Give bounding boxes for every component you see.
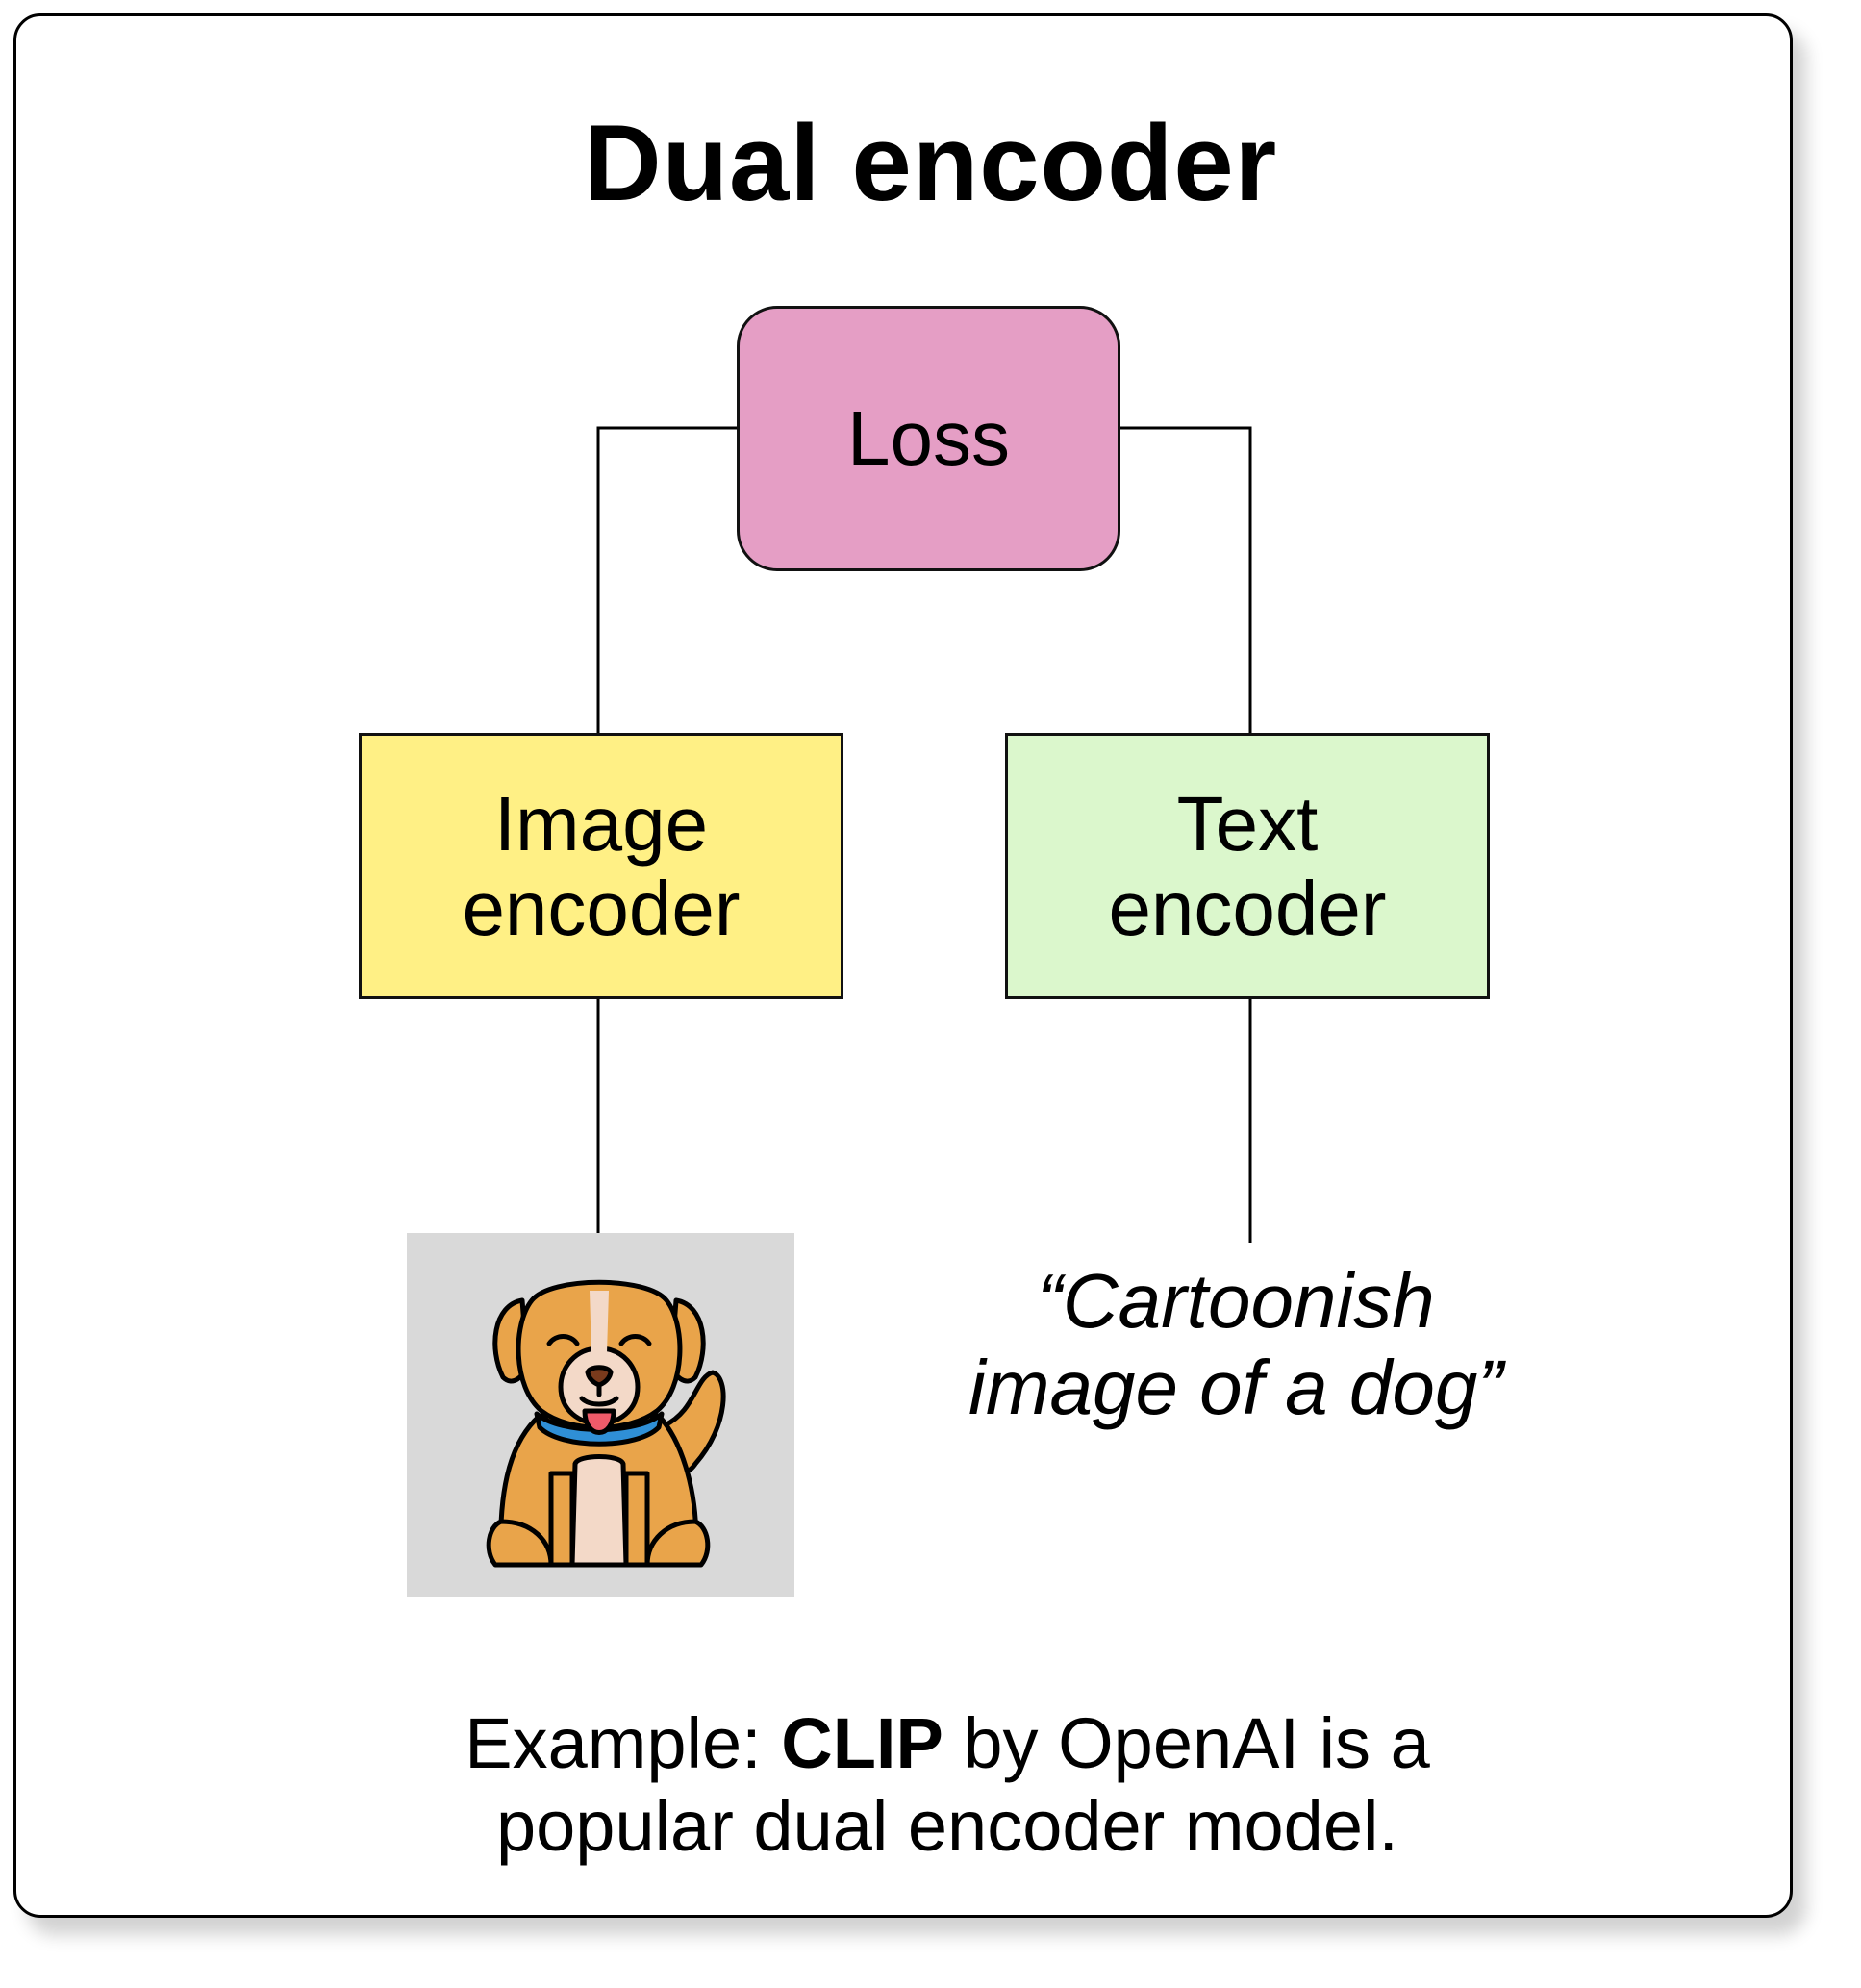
footnote-line2: popular dual encoder model. xyxy=(496,1786,1398,1866)
loss-to-image-encoder-line xyxy=(596,426,737,733)
footnote-prefix: Example: xyxy=(465,1703,782,1783)
text-encoder-label: Text encoder xyxy=(1108,780,1387,951)
text-input-caption: “Cartoonish image of a dog” xyxy=(968,1258,1503,1430)
model-name: CLIP xyxy=(781,1703,943,1783)
dog-icon xyxy=(486,1279,726,1568)
text-encoder-node: Text encoder xyxy=(1005,733,1490,999)
image-encoder-node: Image encoder xyxy=(359,733,843,999)
loss-node: Loss xyxy=(737,306,1120,571)
loss-to-text-encoder-line xyxy=(1120,426,1252,733)
image-input-panel xyxy=(407,1233,794,1597)
loss-label: Loss xyxy=(847,395,1010,481)
image-encoder-label: Image encoder xyxy=(462,780,741,951)
diagram-title: Dual encoder xyxy=(583,103,1278,223)
footnote-line1-rest: by OpenAI is a xyxy=(943,1703,1430,1783)
footnote: Example: CLIP by OpenAI is a popular dua… xyxy=(356,1702,1539,1868)
